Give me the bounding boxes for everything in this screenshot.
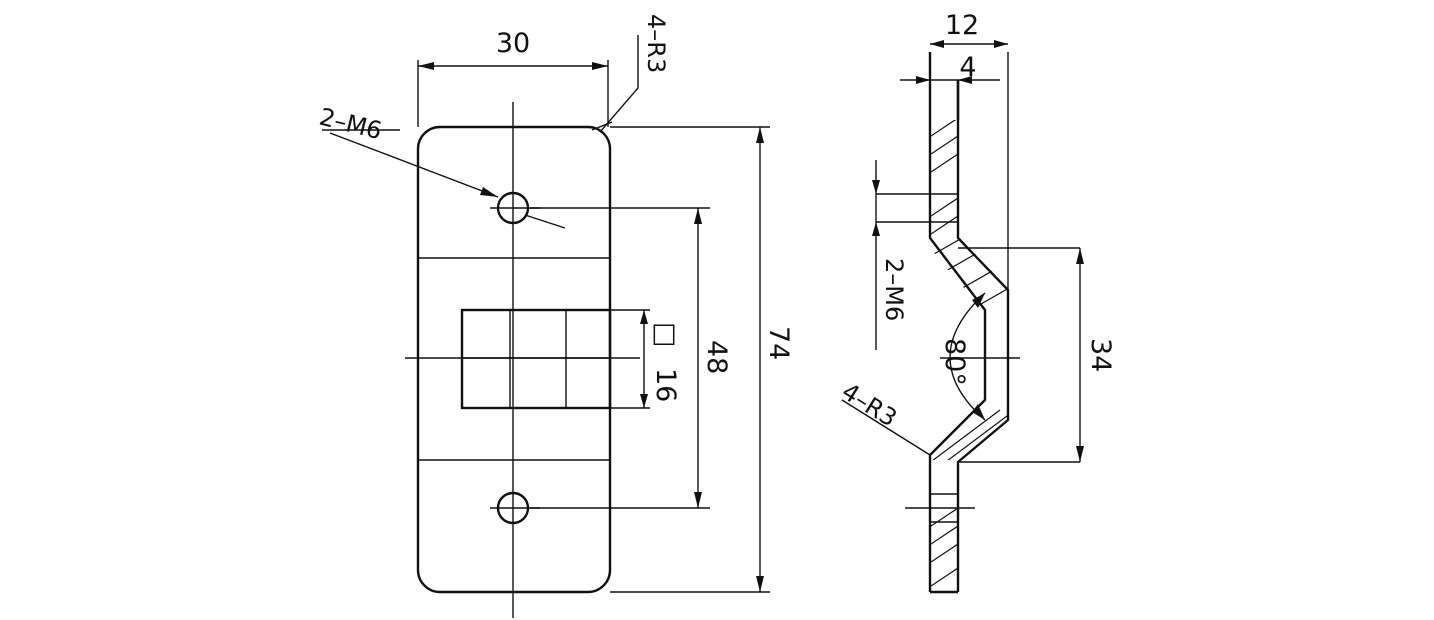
dim-arrow — [958, 76, 972, 84]
corner-radius-note: 4–R3 — [642, 14, 670, 73]
overall-length-dimension-text: 74 — [763, 326, 794, 360]
dim-arrow — [640, 394, 648, 408]
leader-line — [841, 399, 931, 456]
side-profile-inner — [956, 80, 1010, 592]
leader-tick — [591, 121, 613, 131]
hole-spacing-dimension-text: 48 — [701, 340, 732, 374]
thickness-dimension-text: 4 — [959, 52, 976, 83]
dim-arrow — [694, 208, 702, 224]
dim-arrow — [872, 222, 880, 236]
angle-arc — [949, 292, 986, 421]
dim-arrow — [640, 310, 648, 324]
dim-arrow — [872, 180, 880, 194]
section-hatching — [930, 120, 958, 238]
square-opening — [460, 308, 612, 410]
dim-arrow — [1076, 446, 1084, 462]
dim-arrow — [916, 76, 930, 84]
side-corner-radius-note: 4–R3 — [837, 377, 902, 432]
leader-line — [599, 87, 639, 133]
width-dimension-text: 30 — [496, 28, 530, 59]
dim-arrow — [994, 40, 1008, 48]
square-size-symbol: □ — [650, 322, 681, 348]
depth-dimension-text: 12 — [945, 10, 979, 41]
leader-line — [329, 132, 499, 198]
dim-arrow — [756, 127, 764, 143]
leader-arrow — [480, 187, 498, 197]
dim-arrow — [592, 62, 608, 70]
dim-arrow — [756, 576, 764, 592]
dim-arrow — [1076, 248, 1084, 264]
dim-arrow — [930, 40, 944, 48]
side-thread-note: 2–M6 — [880, 258, 908, 321]
dim-arrow — [972, 293, 985, 308]
side-view: 12 4 2–M6 80° 4–R3 34 — [837, 10, 1116, 594]
dim-arrow — [418, 62, 434, 70]
offset-dimension-text: 34 — [1085, 338, 1116, 372]
front-view: 30 4–R3 2–M6 48 □ 16 74 — [317, 14, 794, 618]
thread-note: 2–M6 — [317, 103, 385, 145]
dim-arrow — [972, 404, 985, 420]
square-size-text: 16 — [650, 368, 681, 402]
side-profile-outer — [928, 52, 987, 592]
leader-line — [524, 214, 566, 229]
section-hatching — [930, 499, 958, 590]
dim-arrow — [694, 492, 702, 508]
angle-dimension-text: 80° — [939, 338, 970, 386]
